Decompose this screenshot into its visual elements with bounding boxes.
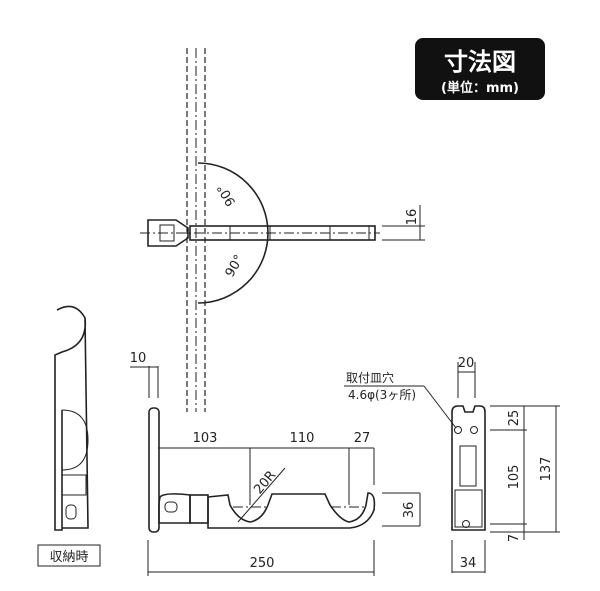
dim-rod-16: 16: [405, 209, 420, 226]
dim-110: 110: [290, 431, 315, 446]
angle-upper-label: 90°: [215, 181, 240, 208]
dim-27: 27: [354, 431, 371, 446]
stored-label: 収納時: [49, 550, 88, 565]
stored-label-box: [37, 544, 101, 567]
dim-105: 105: [507, 465, 522, 490]
stored-view: 収納時: [37, 305, 101, 567]
dim-7: 7: [507, 534, 522, 542]
radius-20r: 20R: [251, 468, 279, 497]
dim-137: 137: [539, 457, 554, 482]
badge-title: 寸法図: [444, 48, 516, 76]
dim-250: 250: [250, 556, 275, 571]
dim-34: 34: [460, 556, 477, 571]
note-line1: 取付皿穴: [346, 370, 394, 385]
note-line2: 4.6φ(3ヶ所): [348, 388, 416, 402]
badge-unit: (単位：mm): [441, 80, 519, 96]
dim-36: 36: [402, 502, 417, 519]
dim-wall-10: 10: [130, 351, 147, 366]
dim-20: 20: [458, 356, 475, 371]
angle-lower-label: 90°: [223, 253, 248, 280]
dim-25: 25: [507, 410, 522, 427]
title-badge: 寸法図 (単位：mm): [415, 38, 545, 100]
top-view: 90° 90° 16: [140, 48, 425, 412]
dim-103: 103: [193, 431, 218, 446]
end-view: 取付皿穴 4.6φ(3ヶ所) 20 25 105 137 7 34: [344, 356, 560, 573]
